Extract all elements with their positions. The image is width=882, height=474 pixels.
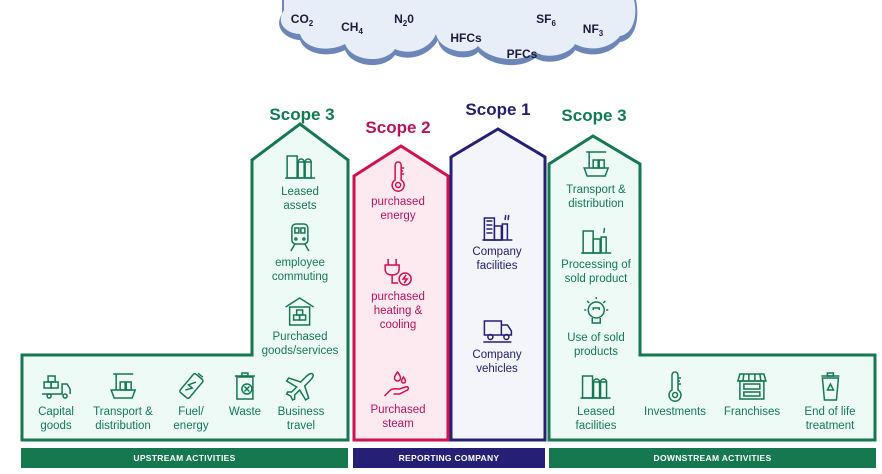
upstream-tower-item: Purchased goods/services xyxy=(262,295,338,358)
plug-icon xyxy=(384,259,412,286)
reporting-company-bar: REPORTING COMPANY xyxy=(353,448,545,468)
cargo-ship-icon xyxy=(109,373,137,399)
gas-n2o: N20 xyxy=(394,11,414,29)
warehouse-icon xyxy=(285,297,315,326)
upstream-base-item: Fuel/ energy xyxy=(173,370,209,433)
downstream-tower-item: Use of sold products xyxy=(567,296,625,359)
hand-droplets-icon xyxy=(384,370,410,397)
downstream-base-item: End of life treatment xyxy=(804,370,856,433)
cargo-ship-icon xyxy=(582,151,610,177)
scope1-shape xyxy=(449,127,547,442)
gas-ch4: CH4 xyxy=(341,19,363,37)
thermometer-icon xyxy=(668,371,682,402)
delivery-truck-icon xyxy=(483,320,512,343)
upstream-base-item: Business travel xyxy=(278,370,324,433)
scope1-item: Company vehicles xyxy=(472,313,522,376)
factory-icon xyxy=(581,227,611,254)
gas-hfcs: HFCs xyxy=(450,31,482,45)
upstream-scope3-title: Scope 3 xyxy=(269,105,335,124)
upstream-scope3-shape xyxy=(20,122,350,442)
airplane-icon xyxy=(285,372,315,402)
train-icon xyxy=(290,223,310,252)
downstream-activities-bar: DOWNSTREAM ACTIVITIES xyxy=(549,448,876,468)
emissions-cloud xyxy=(279,0,638,66)
gas-co2: CO2 xyxy=(290,11,314,29)
scope1-title: Scope 1 xyxy=(465,100,531,119)
scope2-item: Purchased steam xyxy=(371,368,425,431)
upstream-base-item: Waste xyxy=(229,370,261,419)
downstream-base-item: Leased facilities xyxy=(576,370,616,433)
downstream-tower-item: Processing of sold product xyxy=(561,223,631,286)
buildings-icon xyxy=(581,375,611,399)
upstream-tower-item: employee commuting xyxy=(272,221,328,284)
downstream-tower-item: Transport & distribution xyxy=(566,148,626,211)
downstream-base-item: Investments xyxy=(644,370,706,419)
downstream-base-item: Franchises xyxy=(724,370,780,419)
upstream-tower-item: Leased assets xyxy=(281,150,319,213)
storefront-icon xyxy=(737,373,767,400)
gas-sf6: SF6 xyxy=(536,11,556,29)
truck-boxes-icon xyxy=(42,375,71,399)
buildings-icon xyxy=(284,155,315,179)
gas-nf3: NF3 xyxy=(582,21,604,39)
scope2-title: Scope 2 xyxy=(365,118,431,137)
scope2-item: purchased heating & cooling xyxy=(371,255,425,332)
lightbulb-icon xyxy=(584,297,608,324)
scope1-item: Company facilities xyxy=(472,210,522,273)
battery-icon xyxy=(178,372,204,399)
gas-pfcs: PFCs xyxy=(506,47,538,61)
upstream-base-item: Capital goods xyxy=(38,370,74,433)
upstream-activities-bar: UPSTREAM ACTIVITIES xyxy=(21,448,348,468)
trash-bin-icon xyxy=(234,372,255,400)
recycle-bin-icon xyxy=(821,372,839,401)
downstream-scope3-shape xyxy=(547,134,877,442)
thermometer-icon xyxy=(391,161,405,192)
factory-icon xyxy=(482,214,512,241)
downstream-scope3-title: Scope 3 xyxy=(561,106,627,125)
upstream-base-item: Transport & distribution xyxy=(93,370,153,433)
scope2-item: purchased energy xyxy=(371,160,425,223)
scope2-shape xyxy=(352,144,450,442)
